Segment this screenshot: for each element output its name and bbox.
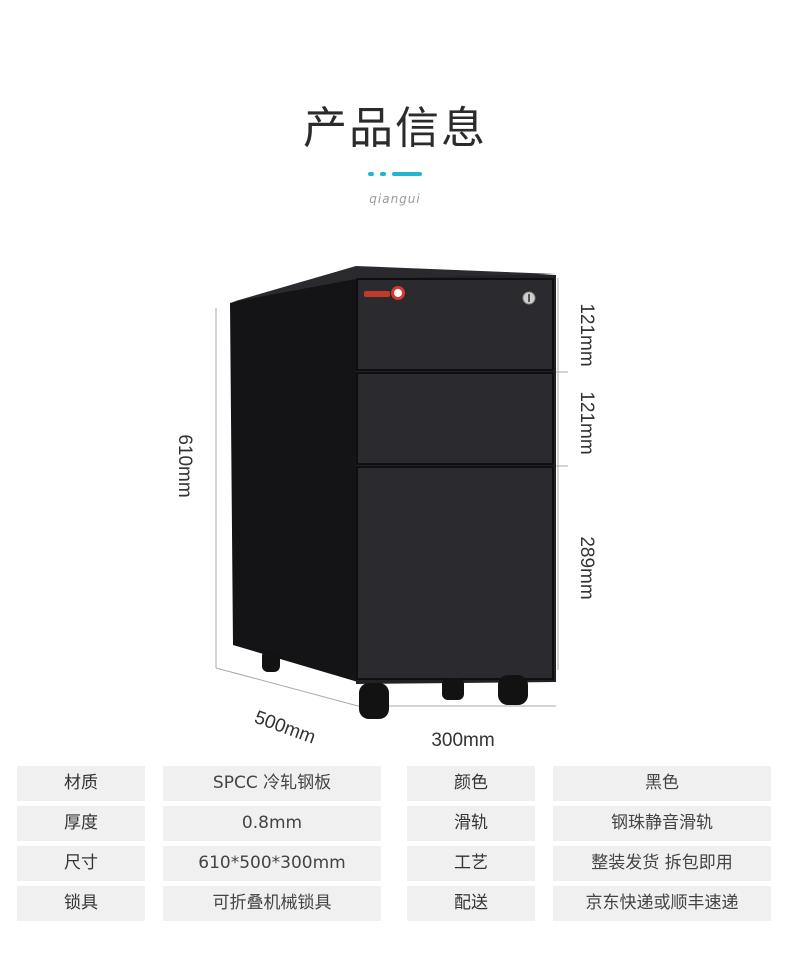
spec-value: 整装发货 拆包即用 — [553, 846, 771, 881]
dim-drawer-2: 121mm — [576, 391, 597, 454]
section-title: 产品信息 — [303, 103, 487, 154]
spec-row: 锁具 可折叠机械锁具 配送 京东快递或顺丰速递 — [17, 886, 771, 921]
spec-row: 尺寸 610*500*300mm 工艺 整装发货 拆包即用 — [17, 846, 771, 881]
dim-drawer-3: 289mm — [576, 536, 597, 599]
spec-label: 锁具 — [17, 886, 145, 921]
spec-label: 材质 — [17, 766, 145, 801]
spec-value: 钢珠静音滑轨 — [553, 806, 771, 841]
spec-value: 京东快递或顺丰速递 — [553, 886, 771, 921]
spec-value: 610*500*300mm — [163, 846, 381, 881]
dim-drawer-1: 121mm — [576, 303, 597, 366]
dim-depth: 500mm — [252, 707, 319, 748]
spec-row: 厚度 0.8mm 滑轨 钢珠静音滑轨 — [17, 806, 771, 841]
mobile-cabinet — [230, 266, 556, 719]
spec-label: 颜色 — [407, 766, 535, 801]
spec-label: 尺寸 — [17, 846, 145, 881]
spec-value: 0.8mm — [163, 806, 381, 841]
spec-label: 厚度 — [17, 806, 145, 841]
spec-label: 工艺 — [407, 846, 535, 881]
title-accent-dots — [368, 172, 428, 178]
spec-value: 可折叠机械锁具 — [163, 886, 381, 921]
spec-label: 配送 — [407, 886, 535, 921]
spec-row: 材质 SPCC 冷轧钢板 颜色 黑色 — [17, 766, 771, 801]
spec-label: 滑轨 — [407, 806, 535, 841]
spec-value: 黑色 — [553, 766, 771, 801]
product-image: 610mm 500mm 300mm 121mm 121mm 289mm — [174, 266, 597, 750]
spec-value: SPCC 冷轧钢板 — [163, 766, 381, 801]
dim-height: 610mm — [174, 434, 195, 497]
lock-icon — [522, 291, 536, 305]
dim-width: 300mm — [431, 730, 494, 750]
section-subtitle: qiangui — [369, 192, 421, 206]
brand-logo — [364, 286, 405, 300]
caster-wheels — [262, 650, 528, 719]
